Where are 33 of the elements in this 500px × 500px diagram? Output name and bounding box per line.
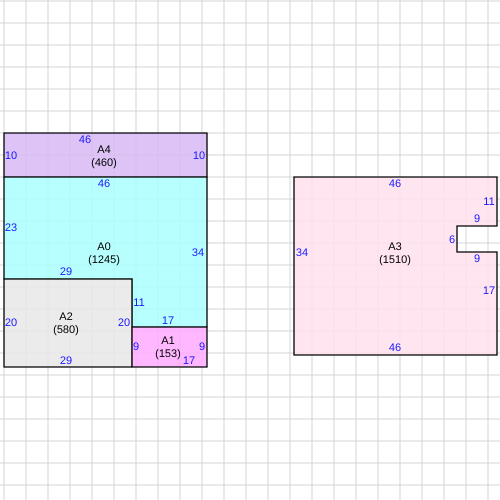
dimension-label: 17	[182, 355, 196, 367]
dimension-label: 46	[388, 178, 402, 190]
dimension-label: 9	[132, 341, 140, 353]
dimension-label: 11	[133, 297, 145, 309]
dimension-label: 9	[474, 253, 480, 265]
dimension-label: 11	[483, 196, 495, 208]
room-label: A2	[59, 310, 73, 322]
room-label: A3	[388, 240, 402, 252]
dimension-label: 46	[98, 178, 110, 190]
room-label: A1	[161, 334, 175, 346]
dimension-label: 17	[162, 315, 174, 327]
dimension-label: 29	[60, 355, 72, 367]
room-label: A0	[97, 240, 111, 252]
area-value: (460)	[91, 156, 117, 168]
dimension-label: 17	[482, 285, 496, 297]
dimension-label: 9	[198, 341, 206, 353]
dimension-label: 23	[4, 222, 18, 234]
dimension-label: 6	[448, 234, 456, 246]
dimension-label: 29	[60, 266, 72, 278]
dimension-label: 10	[4, 150, 18, 162]
dimension-label: 20	[4, 317, 18, 329]
area-value: (580)	[53, 324, 79, 336]
dimension-label: 10	[192, 150, 206, 162]
dimension-label: 9	[474, 213, 480, 225]
room-label: A4	[97, 144, 111, 156]
area-value: (1510)	[379, 254, 411, 266]
dimension-label: 20	[118, 317, 130, 329]
dimension-label: 34	[296, 247, 308, 259]
area-value: (1245)	[88, 254, 120, 266]
dimension-label: 46	[78, 134, 92, 146]
area-value: (153)	[155, 348, 181, 360]
dimension-label: 34	[192, 247, 204, 259]
dimension-label: 46	[388, 342, 402, 354]
